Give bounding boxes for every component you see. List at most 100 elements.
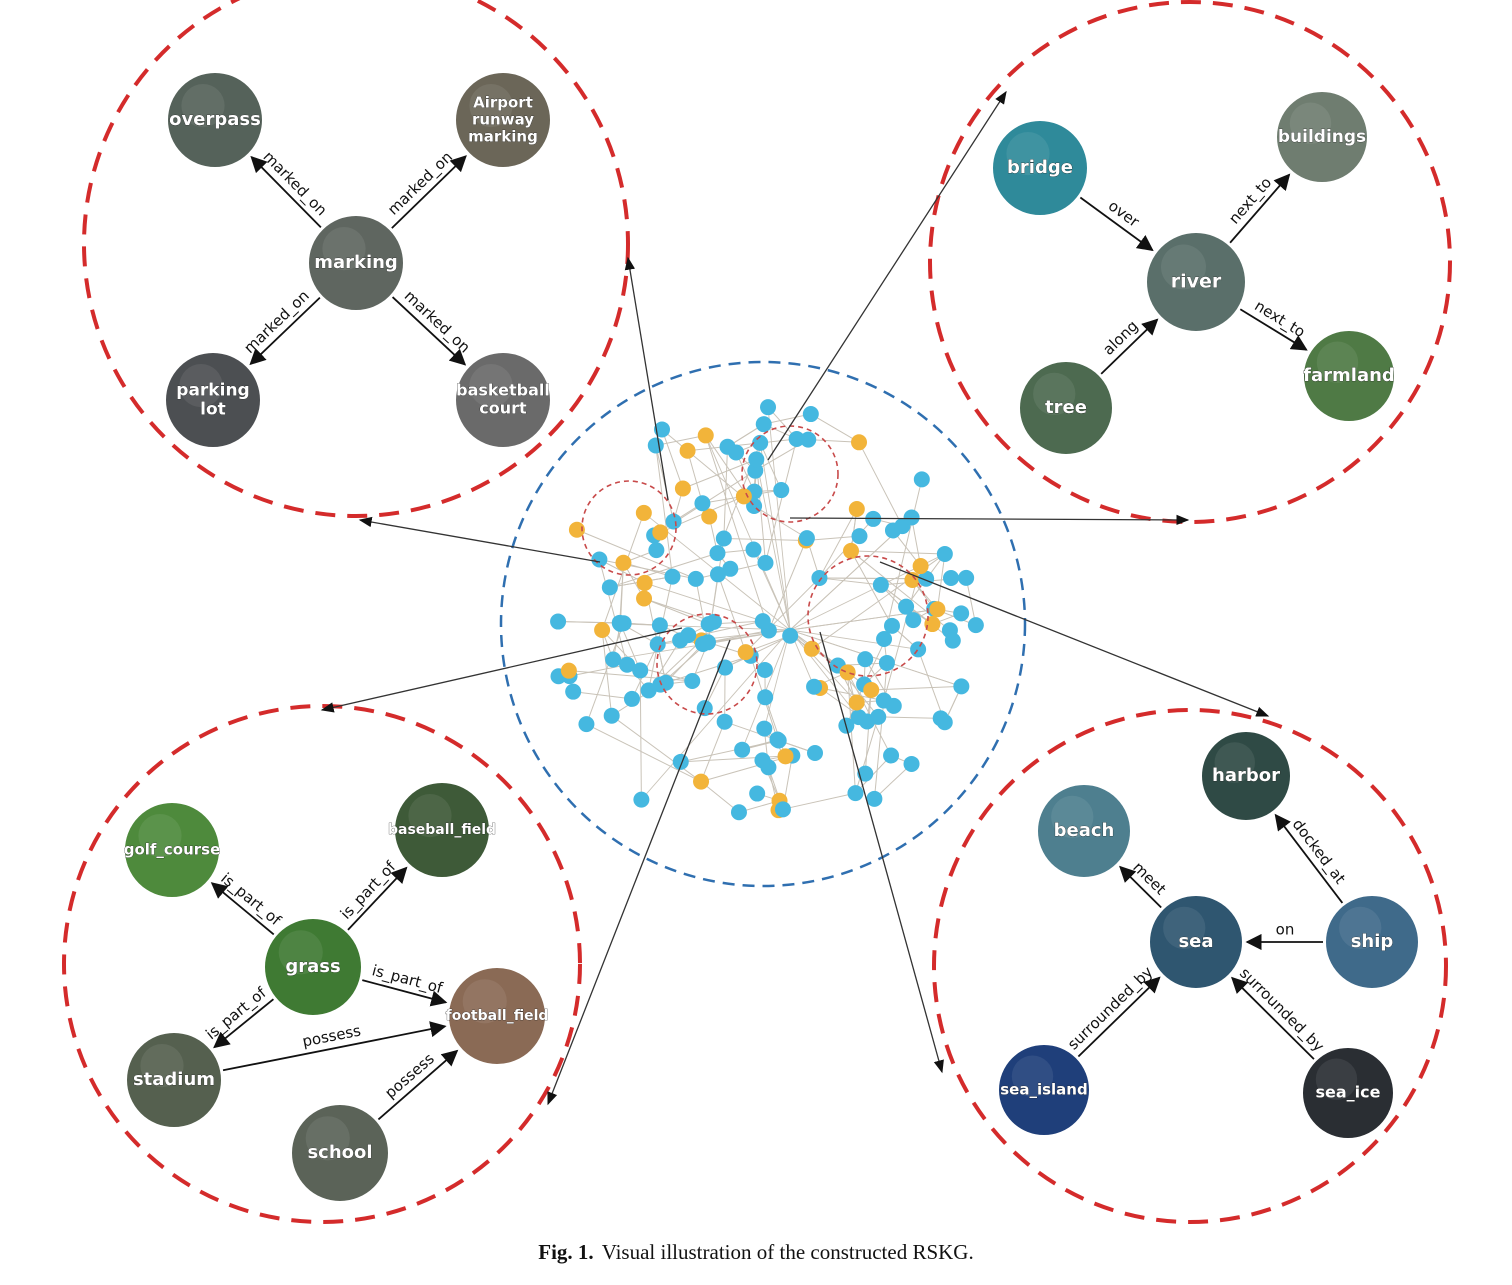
kg-relation-node — [912, 558, 929, 575]
kg-entity-node — [578, 716, 595, 733]
kg-entity-node — [709, 566, 726, 583]
entity-image-circle — [1200, 730, 1292, 822]
kg-edge — [700, 721, 726, 782]
entity-node-grass[interactable]: grass — [263, 917, 363, 1017]
entity-node-ice[interactable]: sea_ice — [1301, 1046, 1395, 1140]
entity-node-harbor[interactable]: harbor — [1200, 730, 1292, 822]
figure-caption: Fig. 1.Visual illustration of the constr… — [0, 1240, 1512, 1265]
relation-label: meet — [1129, 858, 1169, 898]
image-texture — [1289, 102, 1332, 144]
entity-node-baseball[interactable]: baseball_field — [388, 781, 496, 879]
image-texture — [1006, 132, 1050, 176]
entity-label: marking — [314, 252, 398, 273]
entity-node-ship[interactable]: ship — [1324, 894, 1420, 990]
entity-image-circle — [123, 801, 221, 899]
kg-entity-node — [730, 804, 747, 821]
panel-circles — [62, 0, 1452, 1224]
entity-node-tree[interactable]: tree — [1018, 360, 1114, 456]
connector-arrow — [547, 639, 731, 1106]
entity-node-sea[interactable]: sea — [1148, 894, 1244, 990]
entity-node-marking[interactable]: marking — [307, 214, 405, 312]
entity-image-circle — [1148, 894, 1244, 990]
kg-entity-node — [872, 576, 889, 593]
kg-entity-node — [591, 551, 608, 568]
entity-node-overpass[interactable]: overpass — [166, 71, 264, 169]
panel-circle-bottom-right — [932, 708, 1448, 1224]
entity-node-golf[interactable]: golf_course — [123, 801, 221, 899]
kg-edge — [763, 629, 791, 729]
entity-node-stadium[interactable]: stadium — [125, 1031, 223, 1129]
image-texture — [1033, 372, 1076, 416]
kg-edge — [819, 577, 881, 586]
entity-image-circle — [1018, 360, 1114, 456]
kg-relation-node — [851, 434, 868, 451]
kg-entity-node — [866, 790, 883, 807]
relation-edge — [213, 998, 274, 1049]
kg-entity-node — [715, 530, 732, 547]
kg-entity-node — [665, 513, 682, 530]
entity-node-beach[interactable]: beach — [1036, 783, 1132, 879]
relation-edge — [1100, 318, 1159, 375]
relation-edge — [347, 866, 408, 931]
relation-edge — [391, 296, 467, 366]
kg-edge — [810, 413, 860, 443]
relation-label: on — [1276, 921, 1295, 939]
kg-entity-node — [757, 554, 774, 571]
kg-edge — [819, 508, 858, 579]
kg-relation-node — [615, 554, 632, 571]
kg-entity-node — [811, 569, 828, 586]
kg-edge — [573, 691, 633, 700]
kg-edge — [855, 755, 892, 794]
kg-entity-node — [953, 678, 970, 695]
entity-label: golf_course — [124, 841, 221, 859]
relation-label: marked_on — [400, 287, 474, 358]
kg-edge — [763, 413, 811, 425]
kg-edge — [687, 438, 797, 452]
entity-image-circle — [991, 119, 1089, 217]
kg-edge — [661, 429, 684, 489]
connector-arrow — [320, 627, 683, 713]
entity-image-circle — [1275, 90, 1369, 184]
kg-edge — [641, 629, 791, 800]
kg-relation-node — [697, 427, 714, 444]
entity-node-island[interactable]: sea_island — [997, 1043, 1091, 1137]
image-texture — [1315, 1058, 1358, 1100]
kg-edge — [917, 649, 946, 723]
relation-label: marked_on — [384, 148, 457, 220]
kg-entity-node — [883, 617, 900, 634]
kg-edge — [705, 435, 770, 631]
kg-entity-node — [807, 745, 824, 762]
entity-node-school[interactable]: school — [290, 1103, 390, 1203]
kg-relation-node — [679, 442, 696, 459]
image-texture — [469, 84, 513, 128]
entity-image-circle — [454, 351, 552, 449]
kg-edge — [586, 723, 702, 783]
caption-text: Visual illustration of the constructed R… — [601, 1240, 974, 1264]
kg-relation-node — [701, 508, 718, 525]
kg-relation-node — [636, 590, 653, 607]
kg-edge — [643, 598, 715, 623]
kg-entity-node — [847, 785, 864, 802]
relation-label: is_part_of — [217, 869, 285, 930]
entity-node-river[interactable]: river — [1145, 231, 1247, 333]
kg-entity-node — [967, 617, 984, 634]
kg-edge — [611, 715, 702, 782]
relation-label: along — [1099, 317, 1141, 359]
entity-node-buildings[interactable]: buildings — [1275, 90, 1369, 184]
kg-edge — [850, 550, 945, 555]
kg-relation-node — [929, 601, 946, 618]
kg-entity-node — [672, 632, 689, 649]
kg-entity-node — [601, 579, 618, 596]
entity-node-farmland[interactable]: farmland — [1302, 329, 1396, 423]
image-texture — [1316, 341, 1359, 383]
entity-image-circle — [447, 966, 547, 1066]
entity-node-football[interactable]: football_field — [445, 966, 549, 1066]
entity-node-bridge[interactable]: bridge — [991, 119, 1089, 217]
relation-edge — [391, 155, 467, 229]
kg-edge — [724, 721, 779, 741]
